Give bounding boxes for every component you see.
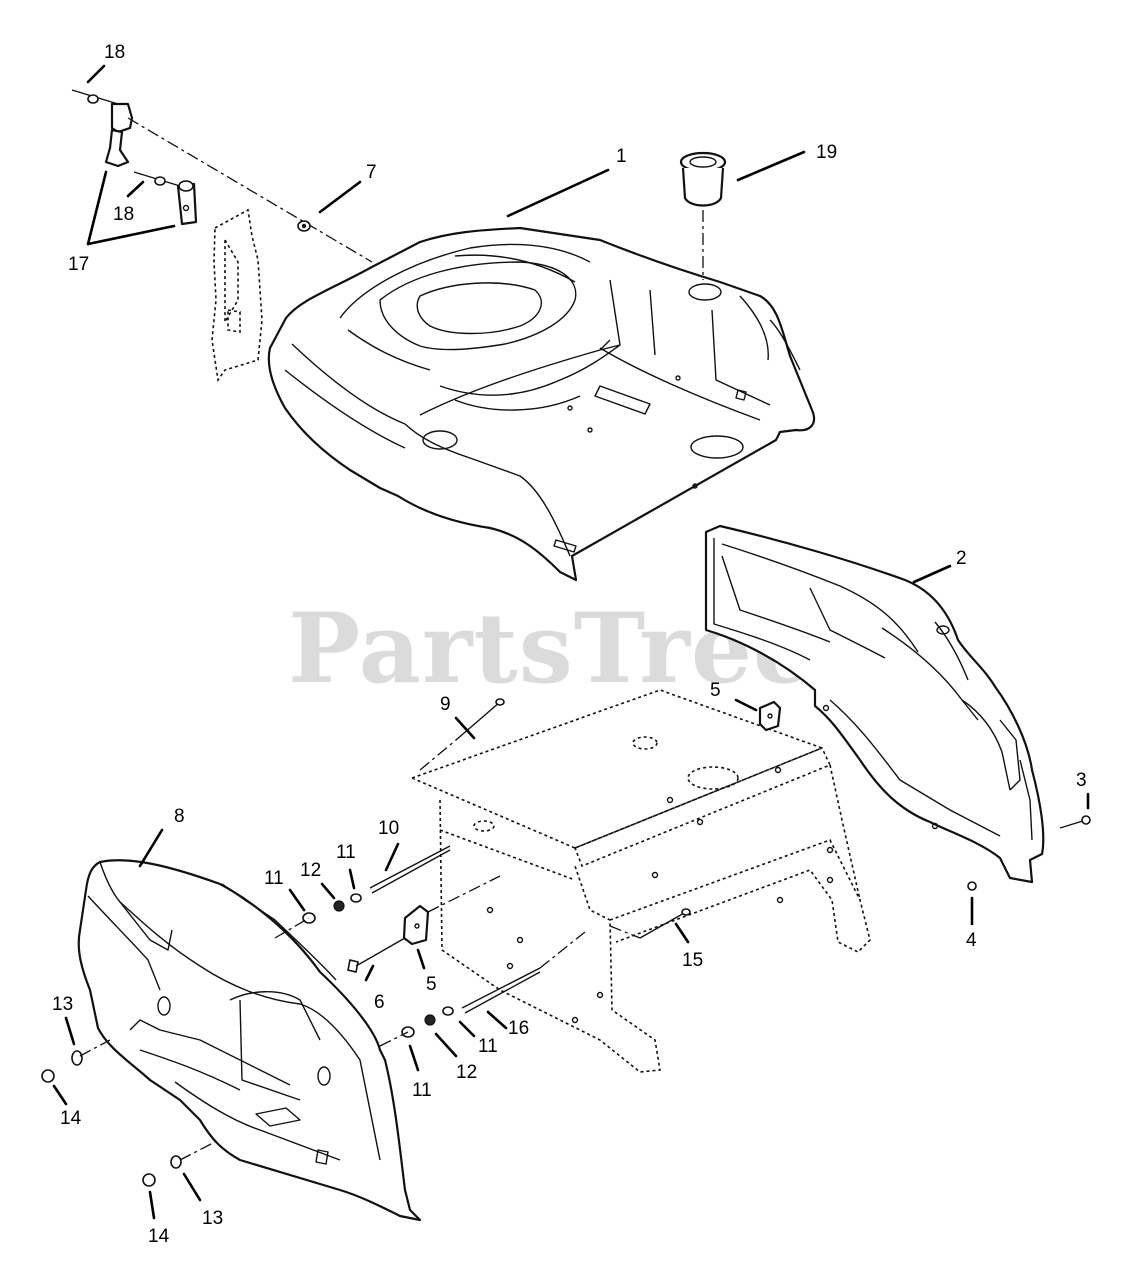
callout-11: 11 xyxy=(264,868,284,889)
callout-4: 4 xyxy=(966,930,977,951)
leader-14b xyxy=(148,1190,156,1220)
seat-cup-part-19 xyxy=(679,151,727,280)
leader-2 xyxy=(912,564,952,584)
leader-11b xyxy=(348,868,356,890)
callout-18: 18 xyxy=(113,204,134,225)
hardware xyxy=(41,698,1091,1187)
leader-11c xyxy=(458,1020,476,1038)
callout-3: 3 xyxy=(1076,770,1087,791)
leader-19 xyxy=(736,150,806,182)
leader-12a xyxy=(320,882,336,900)
leader-12b xyxy=(434,1032,458,1058)
frame-chassis xyxy=(409,689,871,1073)
leader-18a xyxy=(86,64,106,84)
callout-15: 15 xyxy=(682,950,703,971)
seat-latch-assembly-part-17 xyxy=(71,89,373,383)
callout-13: 13 xyxy=(52,994,73,1015)
callout-9: 9 xyxy=(440,694,451,715)
leader-14a xyxy=(52,1084,68,1106)
callout-16: 16 xyxy=(508,1018,529,1039)
leader-11a xyxy=(288,888,306,912)
callout-12: 12 xyxy=(300,860,321,881)
side-panel-part-2 xyxy=(704,524,1045,884)
callout-6: 6 xyxy=(374,992,385,1013)
callout-1: 1 xyxy=(616,146,627,167)
callout-2: 2 xyxy=(956,548,967,569)
callout-17: 17 xyxy=(68,254,89,275)
leader-18b xyxy=(126,180,145,198)
callout-11: 11 xyxy=(412,1080,432,1101)
leader-13b xyxy=(182,1172,202,1202)
callout-11: 11 xyxy=(478,1036,498,1057)
callout-7: 7 xyxy=(366,162,377,183)
leader-5a xyxy=(734,698,758,712)
callout-5: 5 xyxy=(710,680,721,701)
callout-5: 5 xyxy=(426,974,437,995)
callout-14: 14 xyxy=(60,1108,82,1129)
leader-11d xyxy=(408,1044,420,1072)
leader-9 xyxy=(454,716,476,740)
callout-11: 11 xyxy=(336,842,356,863)
leader-16 xyxy=(486,1010,508,1030)
seat-pan-part-1 xyxy=(267,226,816,582)
callout-19: 19 xyxy=(816,142,837,163)
leader-5b xyxy=(416,948,426,970)
leader-10 xyxy=(384,842,400,872)
callout-10: 10 xyxy=(378,818,399,839)
leader-15 xyxy=(674,922,690,944)
leader-17b xyxy=(86,224,176,246)
callout-18: 18 xyxy=(104,42,125,63)
leader-6 xyxy=(364,964,375,982)
callout-14: 14 xyxy=(148,1226,170,1247)
leader-7 xyxy=(318,180,362,214)
leader-1 xyxy=(506,168,610,218)
callout-13: 13 xyxy=(202,1208,223,1229)
callout-labels: 18 18 17 7 1 19 2 5 3 4 9 10 8 11 12 11 … xyxy=(52,42,1087,1247)
leader-13a xyxy=(64,1016,76,1046)
leader-lines xyxy=(52,64,1090,1220)
callout-8: 8 xyxy=(174,806,185,827)
leader-8 xyxy=(138,828,164,868)
front-panel-part-8 xyxy=(77,859,422,1222)
leader-17a xyxy=(86,170,108,246)
callout-12: 12 xyxy=(456,1062,477,1083)
